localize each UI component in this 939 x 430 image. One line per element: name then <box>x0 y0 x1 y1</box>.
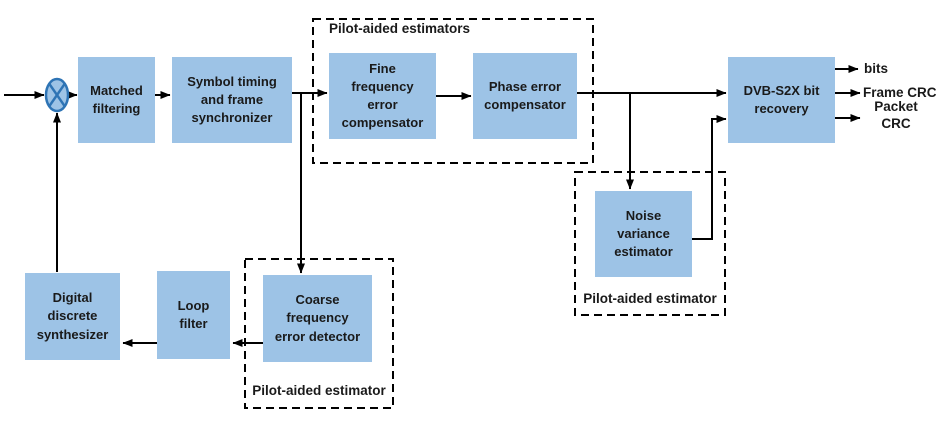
block-fine-frequency-error-compensator: Fine frequency error compensator <box>329 53 436 139</box>
group-label-pilot-aided-estimator-coarse: Pilot-aided estimator <box>252 383 386 398</box>
block-phase-error-compensator: Phase error compensator <box>473 53 577 139</box>
arrow-noise-estimator-to-dvb-recovery <box>692 115 727 240</box>
block-noise-variance-estimator: Noise variance estimator <box>595 191 692 277</box>
block-matched-filtering: Matched filtering <box>78 57 155 143</box>
output-label-bits: bits <box>864 61 889 76</box>
block-digital-discrete-synthesizer: Digital discrete synthesizer <box>25 273 120 360</box>
output-label-packet-crc: Packet CRC <box>874 99 918 131</box>
multiplier-mixer-icon <box>44 77 70 113</box>
group-label-pilot-aided-estimator-noise: Pilot-aided estimator <box>583 291 717 306</box>
block-loop-filter: Loop filter <box>157 271 230 359</box>
block-symbol-timing-frame-synchronizer: Symbol timing and frame synchronizer <box>172 57 292 143</box>
output-label-frame-crc: Frame CRC <box>863 85 937 100</box>
block-dvb-s2x-bit-recovery: DVB-S2X bit recovery <box>728 57 835 143</box>
block-coarse-frequency-error-detector: Coarse frequency error detector <box>263 275 372 362</box>
group-label-pilot-aided-estimators: Pilot-aided estimators <box>329 21 471 36</box>
